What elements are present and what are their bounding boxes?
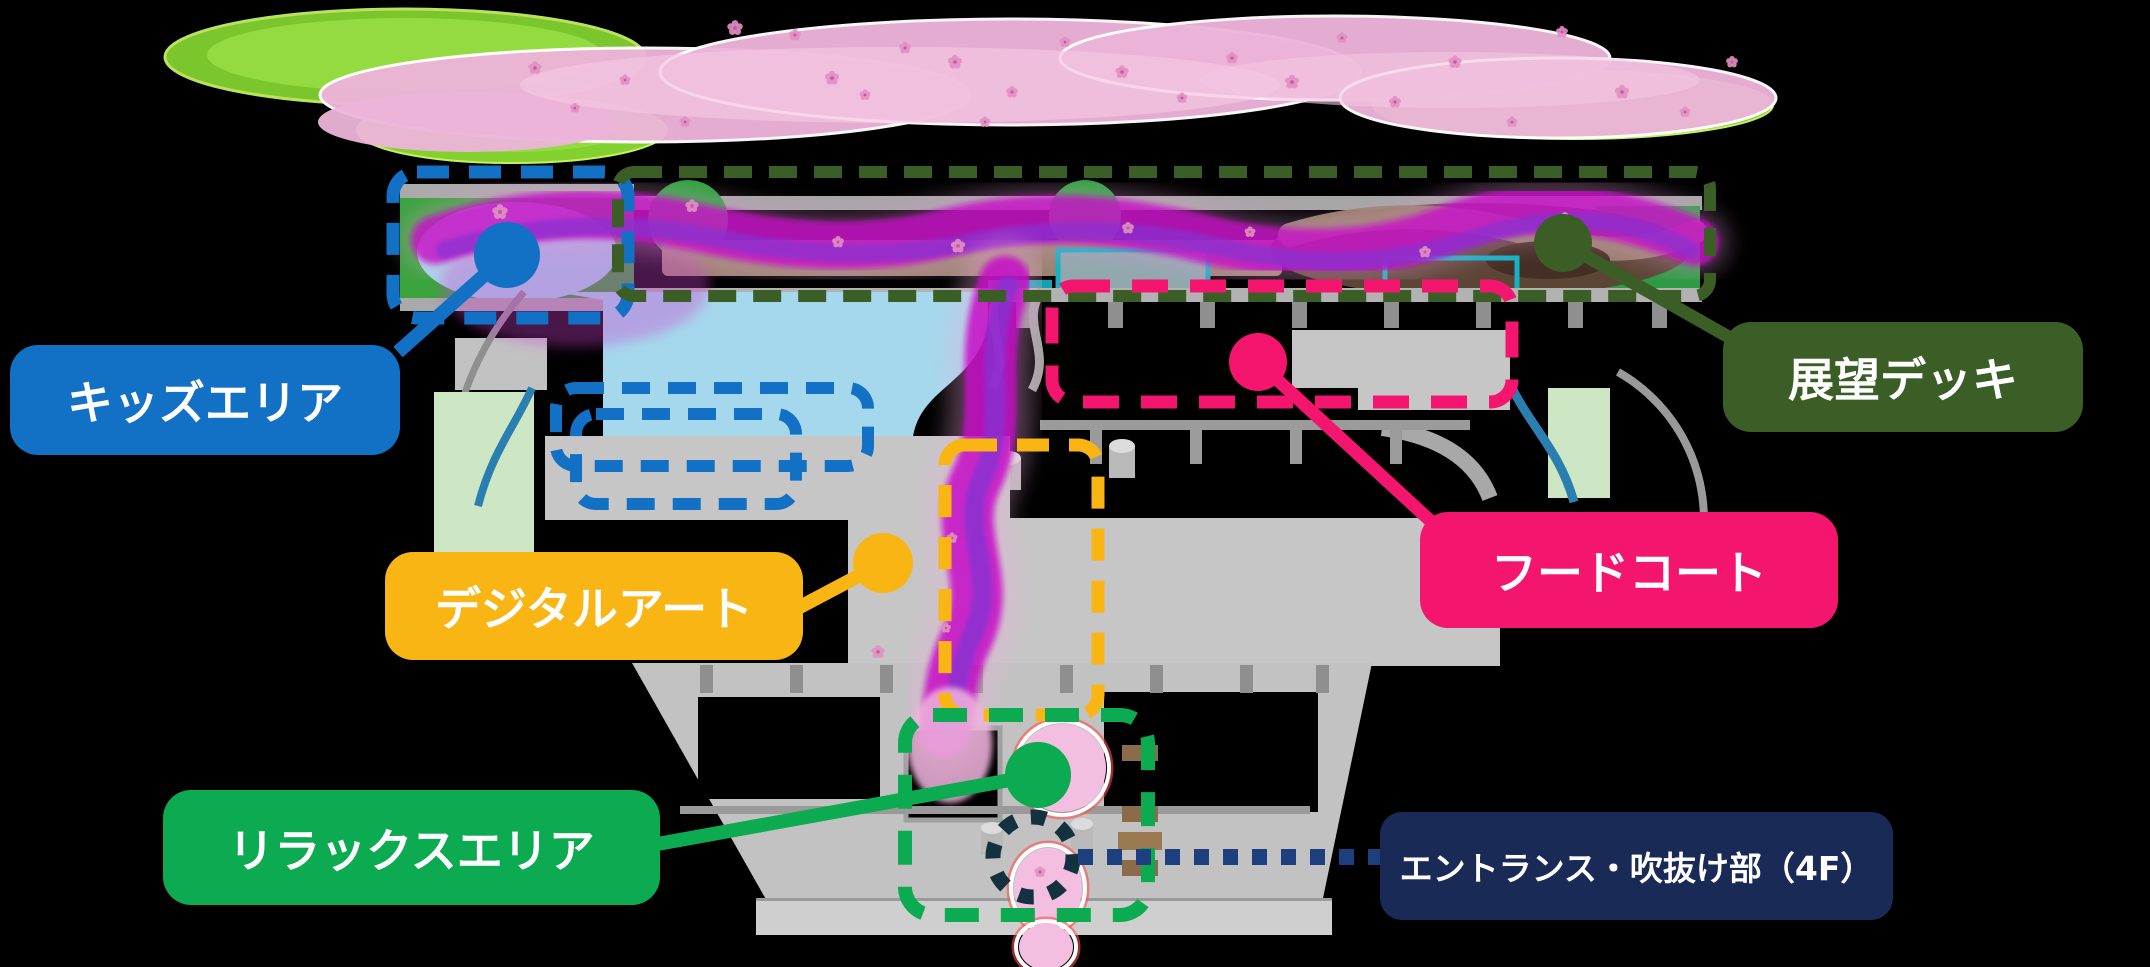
sakura-flower-icon xyxy=(859,89,871,100)
food-court-label: フードコート xyxy=(1420,512,1838,628)
interior-wall xyxy=(680,806,1310,814)
sakura-flower-icon xyxy=(941,622,951,633)
room-void xyxy=(698,697,880,799)
blue-curve-right xyxy=(1507,385,1579,504)
sakura-flower-icon xyxy=(619,74,631,85)
digital-art-marker xyxy=(853,533,913,593)
kids-area-suboutline xyxy=(570,408,802,510)
digital-art-label: デジタルアート xyxy=(385,552,803,660)
sakura-flower-icon xyxy=(789,28,801,41)
kids-area-marker xyxy=(474,222,540,288)
sakura-flower-icon xyxy=(950,238,966,253)
digital-art-outline xyxy=(938,438,1105,722)
sakura-flower-icon xyxy=(1284,74,1300,89)
sakura-flower-icon xyxy=(1419,245,1431,258)
area-outlines xyxy=(386,165,1716,922)
observation-deck-marker xyxy=(1534,214,1592,272)
sakura-flower-icon xyxy=(1556,25,1568,38)
sakura-flower-icon xyxy=(1679,106,1691,117)
kids-area-suboutline xyxy=(550,382,874,472)
ribbon-end-fade xyxy=(908,687,992,803)
ribbon-horizontal xyxy=(411,185,1719,277)
entrance-atrium-outline xyxy=(985,809,1081,905)
sakura-flower-icon xyxy=(947,54,963,69)
sakura-flower-icon xyxy=(570,102,580,113)
sakura-flower-icon xyxy=(685,199,699,213)
ribbon-vertical-inner xyxy=(940,276,1018,736)
sakura-flower-icon xyxy=(1614,84,1630,99)
sakura-flower-icon xyxy=(1244,226,1256,238)
sakura-flower-icon xyxy=(1176,92,1188,103)
observation-deck-outline xyxy=(612,166,1716,302)
sakura-flower-icon xyxy=(1389,95,1401,108)
sakura-flower-icon xyxy=(1122,221,1134,234)
sakura-flower-icon xyxy=(727,20,743,35)
sakura-cloud xyxy=(1200,52,1700,108)
sakura-flower-icon xyxy=(824,70,840,85)
sakura-flower-icon xyxy=(1336,32,1348,43)
food-court-outline xyxy=(1045,279,1519,409)
interior-wall xyxy=(1040,420,1470,430)
entrance-atrium-label: エントランス・吹抜け部（4F） xyxy=(1380,812,1893,920)
sakura-cloud xyxy=(318,92,618,152)
relax-area-marker xyxy=(1005,742,1071,808)
floor-slab-step xyxy=(1292,330,1388,388)
sakura-cloud-decoration xyxy=(318,14,1778,152)
interior-wall-stubs xyxy=(1090,430,1402,464)
sakura-flower-icon xyxy=(1448,55,1462,68)
relax-area-label: リラックスエリア xyxy=(163,790,660,905)
sakura-flower-icon xyxy=(899,41,911,54)
kids-area-outline xyxy=(386,165,635,325)
sakura-cloud xyxy=(520,47,1280,123)
sakura-flower-icon xyxy=(1059,36,1071,47)
sakura-flower-icon xyxy=(1006,85,1018,98)
lawn-patch-right xyxy=(1548,388,1610,498)
observation-deck-leader xyxy=(1559,237,1752,354)
digital-art-ribbon xyxy=(400,174,1730,803)
sakura-flower-icon xyxy=(528,61,542,74)
sakura-flower-icon xyxy=(1115,65,1129,78)
sakura-flower-icon xyxy=(679,116,691,127)
sakura-flower-icon xyxy=(1034,866,1046,877)
relax-area-leader xyxy=(650,768,1040,852)
observation-deck-label: 展望デッキ xyxy=(1723,322,2083,432)
sakura-flower-icon xyxy=(871,645,885,658)
kids-area-label: キッズエリア xyxy=(10,345,400,455)
food-court-marker xyxy=(1229,333,1287,391)
blue-curve-left xyxy=(474,386,536,508)
sakura-flower-icon xyxy=(1226,51,1238,64)
sakura-flower-icon xyxy=(832,235,844,248)
ribbon-horizontal-inner xyxy=(436,211,1699,270)
sakura-flower-icon xyxy=(1726,55,1738,68)
sakura-flower-icon xyxy=(979,116,991,127)
relax-area-outline xyxy=(898,708,1155,922)
sakura-flower-icon xyxy=(492,204,508,220)
sakura-flower-icon xyxy=(1506,116,1518,127)
